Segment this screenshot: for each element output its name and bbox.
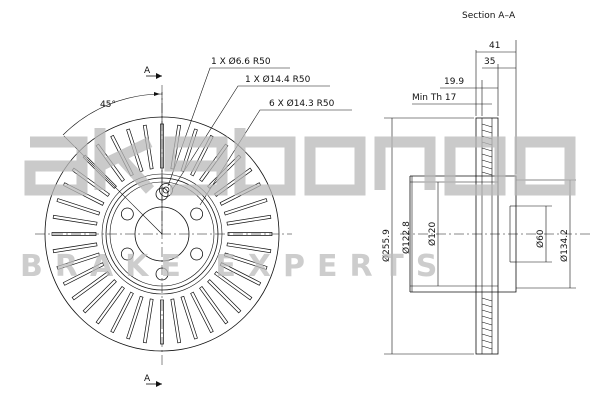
section-vent-mark: [481, 147, 493, 152]
vent-slot: [180, 295, 198, 340]
section-marker-top: A: [144, 66, 151, 76]
dim-bolt-circle-diameter: Ø134.2: [559, 229, 570, 262]
section-vent-mark: [481, 309, 493, 314]
vent-slot: [223, 252, 268, 270]
section-vent-mark: [481, 345, 493, 350]
vent-slot: [160, 299, 164, 345]
bolt-hole: [120, 207, 134, 221]
dim-center-bore: Ø60: [535, 229, 546, 248]
vent-slot: [56, 198, 101, 216]
vent-slot: [214, 271, 253, 301]
section-vent-mark: [481, 297, 493, 302]
section-vent-mark: [481, 303, 493, 308]
vent-slot: [110, 291, 134, 334]
section-marker-top-arrow: [156, 73, 162, 79]
dim-friction-width: 19.9: [444, 77, 464, 87]
pin-hole-small: [162, 186, 170, 194]
dim-min-thickness: Min Th 17: [412, 93, 456, 103]
vent-slot: [223, 198, 268, 216]
section-vent-mark: [481, 129, 493, 134]
bolt-hole: [190, 247, 204, 261]
vent-slot: [199, 286, 229, 325]
vent-slot: [226, 242, 272, 254]
vent-slot: [95, 286, 125, 325]
bolt-hole: [120, 247, 134, 261]
callout-hole-medium: 1 X Ø14.4 R50: [245, 74, 311, 85]
vent-slot: [207, 279, 242, 314]
watermark-tagline: BRAKE EXPERTS: [20, 249, 449, 284]
watermark-logo: BRAKE EXPERTS: [20, 128, 576, 284]
section-vent-mark: [481, 159, 493, 164]
vent-slot: [170, 298, 182, 344]
section-vent-mark: [481, 339, 493, 344]
vent-slot: [190, 134, 214, 177]
callout-hole-small: 1 X Ø6.6 R50: [211, 56, 271, 67]
callout-bolt-holes: 6 X Ø14.3 R50: [269, 98, 335, 109]
vent-slot: [126, 128, 144, 173]
section-marker-bottom-arrow: [156, 381, 162, 387]
angle-arrow-head: [154, 92, 160, 96]
vent-slot: [52, 214, 98, 226]
vent-slot: [52, 242, 98, 254]
dim-hat-inner-diameter: Ø120: [427, 221, 438, 246]
angle-label: 45°: [100, 100, 116, 110]
dim-hat-outer-diameter: Ø122.8: [401, 221, 412, 254]
vent-slot: [190, 291, 214, 334]
section-vent-mark: [481, 123, 493, 128]
section-vent-mark: [481, 315, 493, 320]
vent-slot: [51, 232, 97, 236]
callout-leader-medium: [171, 85, 330, 191]
section-view: Section A–A 41: [381, 11, 590, 355]
vent-slot: [226, 214, 272, 226]
bolt-hole: [155, 267, 169, 281]
section-marker-bottom: A: [144, 374, 151, 384]
vent-slot: [219, 262, 262, 286]
vent-slot: [160, 123, 164, 169]
section-vent-mark: [481, 165, 493, 170]
bolt-hole: [190, 207, 204, 221]
angle-arc: [62, 93, 163, 136]
vent-slot: [227, 232, 273, 236]
vent-slot: [56, 252, 101, 270]
vent-slot: [82, 279, 117, 314]
section-vent-mark: [481, 153, 493, 158]
vent-slot: [71, 271, 110, 301]
vent-slot: [142, 298, 154, 344]
section-vent-mark: [481, 333, 493, 338]
dim-hat-width: 35: [484, 57, 495, 67]
vent-slot: [126, 295, 144, 340]
section-vent-mark: [481, 327, 493, 332]
vent-slot: [62, 262, 105, 286]
dim-outer-diameter: Ø255.9: [381, 229, 392, 262]
section-vent-mark: [481, 171, 493, 176]
front-view: 45° A A 1 X Ø6.6 R50 1 X Ø14.4 R50 6 X Ø…: [35, 56, 352, 387]
section-title: Section A–A: [462, 11, 516, 21]
section-vent-mark: [481, 321, 493, 326]
dim-total-width: 41: [489, 41, 500, 51]
